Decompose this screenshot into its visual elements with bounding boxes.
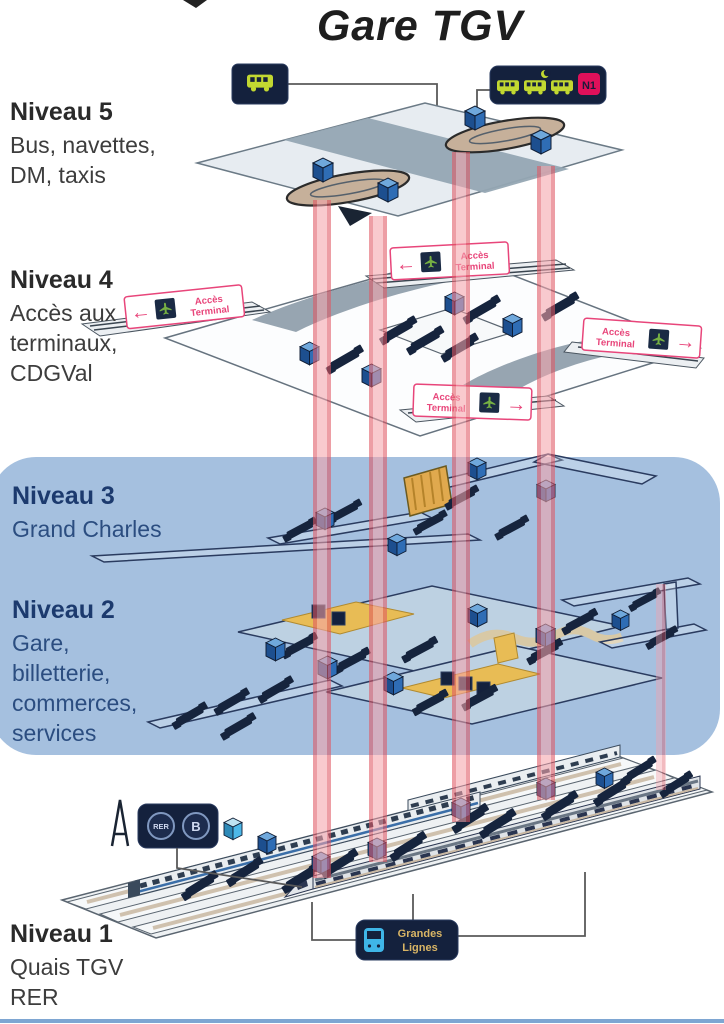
level-3-name: Niveau 3 — [12, 482, 115, 510]
niveau4-layer: ← Accès Terminal ← Accès Terminal → Accè… — [80, 241, 705, 437]
level-4-label: Niveau 4 Accès aux terminaux, CDGVal — [10, 266, 117, 388]
svg-text:Lignes: Lignes — [402, 942, 437, 954]
elevator-cube — [223, 817, 243, 841]
level-1-description: RER — [10, 984, 59, 1010]
level-5-label: Niveau 5 Bus, navettes, DM, taxis — [10, 98, 156, 190]
level-4-description: CDGVal — [10, 360, 93, 386]
elevator-cube — [467, 457, 487, 481]
serpentine-walkway — [467, 625, 624, 648]
level-2-description: commerces, — [12, 690, 138, 716]
level-4-name: Niveau 4 — [10, 266, 113, 294]
level-2-description: billetterie, — [12, 660, 111, 686]
eiffel-tower-icon — [110, 799, 130, 847]
top-edge-mark — [183, 0, 207, 8]
elevator-cube — [502, 313, 523, 338]
level-4-description: Accès aux — [10, 300, 117, 326]
terminal-sign-top: ← Accès Terminal — [389, 241, 511, 281]
level-2-label: Niveau 2 Gare, billetterie, commerces, s… — [12, 596, 137, 748]
elevator-cube — [595, 767, 614, 789]
red-columns — [313, 152, 666, 878]
bottom-border-line — [0, 1019, 724, 1023]
level-2-name: Niveau 2 — [12, 596, 115, 624]
elevator-cube — [611, 609, 630, 631]
svg-text:RER: RER — [153, 822, 169, 831]
niveau5-layer: N1 — [194, 63, 625, 226]
elevator-cube — [265, 637, 286, 662]
svg-text:Grandes: Grandes — [398, 928, 443, 940]
terminal-sign-right: → Accès Terminal — [581, 317, 703, 359]
level-5-name: Niveau 5 — [10, 98, 113, 126]
noctilien-badge — [578, 73, 600, 95]
svg-text:Terminal: Terminal — [190, 304, 230, 319]
red-column — [656, 584, 666, 790]
red-column — [369, 216, 387, 862]
red-column — [452, 152, 470, 822]
svg-text:Accès: Accès — [602, 326, 631, 339]
elevator-cube — [377, 177, 399, 203]
tgv-train — [283, 775, 701, 898]
elevator-cube — [467, 603, 488, 628]
noctilien-badge-label: N1 — [582, 80, 596, 92]
svg-text:Accès: Accès — [194, 294, 223, 308]
pictogram-sign — [331, 611, 346, 626]
elevator-cube — [257, 831, 277, 855]
level-5-description: DM, taxis — [10, 162, 106, 188]
rer-logo-icon — [147, 812, 175, 840]
level-4-description: terminaux, — [10, 330, 118, 356]
arrow-left-icon: ← — [130, 300, 152, 324]
arrow-right-icon: → — [675, 330, 696, 353]
line-b-icon — [182, 812, 210, 840]
terminal-sign-left: ← Accès Terminal — [123, 284, 246, 330]
plate-shadow-wedge — [338, 206, 372, 226]
elevator-cube — [312, 157, 334, 183]
niveau1-layer: RER B Grandes Lignes — [59, 744, 715, 961]
red-column — [313, 200, 331, 878]
bus-stop-sign — [231, 63, 289, 105]
level-3-label: Niveau 3 Grand Charles — [12, 482, 162, 544]
svg-text:Terminal: Terminal — [595, 337, 635, 351]
elevator-cube — [387, 533, 407, 557]
level-3-description: Grand Charles — [12, 516, 162, 542]
level-2-description: Gare, — [12, 630, 70, 656]
elevator-cube — [530, 129, 552, 155]
terminal-sign-bottom: → Accès Terminal — [412, 383, 533, 421]
svg-text:B: B — [191, 819, 200, 834]
niveau2-layer — [145, 577, 709, 741]
svg-text:Accès: Accès — [432, 392, 460, 404]
level-2-description: services — [12, 720, 97, 746]
red-column — [537, 166, 555, 800]
level-1-description: Quais TGV — [10, 954, 124, 980]
rer-b-sign: RER B — [110, 799, 303, 888]
kiosk — [493, 632, 519, 664]
grandes-lignes-sign: Grandes Lignes — [311, 872, 586, 961]
level-1-label: Niveau 1 Quais TGV RER — [10, 920, 123, 1012]
bus-services-panel: N1 — [489, 65, 607, 105]
page-title: Gare TGV — [316, 2, 524, 50]
level-5-description: Bus, navettes, — [10, 132, 156, 158]
arrow-right-icon: → — [506, 393, 527, 416]
level-1-name: Niveau 1 — [10, 920, 113, 948]
elevator-cube — [464, 105, 486, 131]
arrow-left-icon: ← — [395, 253, 416, 276]
